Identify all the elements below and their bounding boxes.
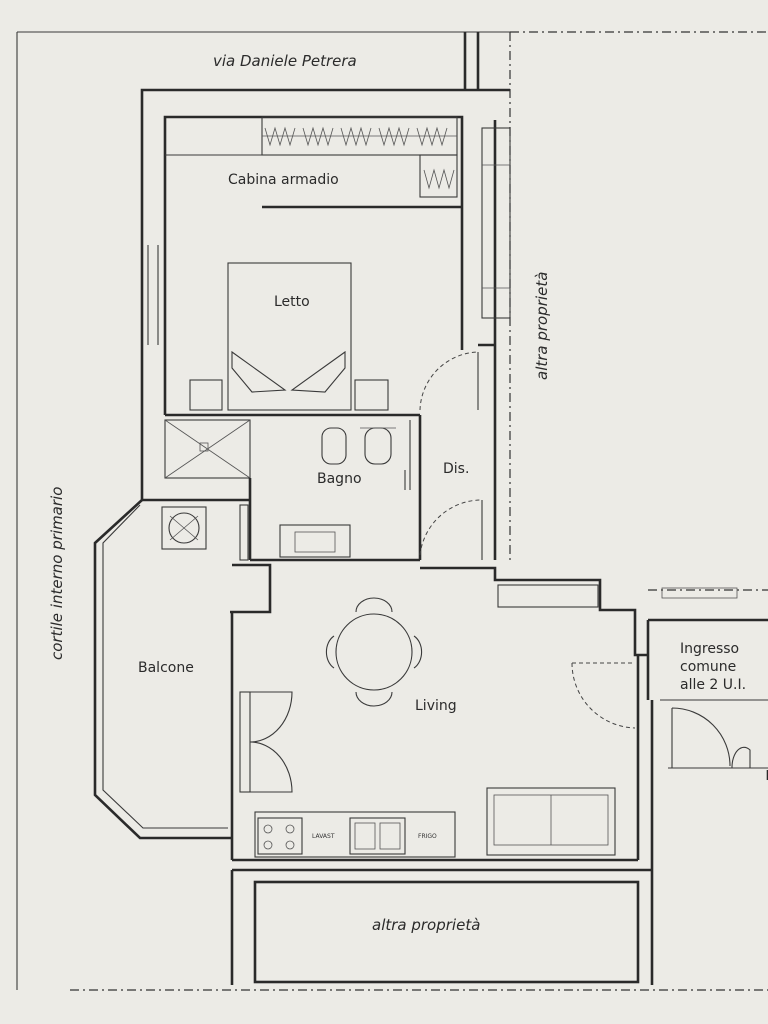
bedroom-window	[147, 245, 159, 345]
bath-sink	[279, 524, 351, 558]
living-cabinet	[497, 584, 599, 608]
balcony-ac-unit	[161, 506, 207, 550]
living-wall-top	[230, 563, 272, 614]
sofa	[486, 787, 616, 856]
bathroom	[142, 415, 422, 562]
corridor-door-swing	[419, 499, 483, 556]
entry-label-3: alle 2 U.I.	[680, 677, 746, 693]
balcony-label: Balcone	[138, 660, 194, 676]
lower-neighbour-room	[253, 880, 640, 984]
bedroom-door-swing	[419, 351, 479, 411]
balcony-french-door	[239, 691, 293, 793]
living-wall-top-right	[420, 566, 648, 657]
entry-label-2: comune	[680, 659, 736, 675]
fridge-label: FRIGO	[418, 833, 437, 840]
living-door-swing	[571, 662, 636, 729]
bidet	[321, 427, 347, 465]
bed	[189, 262, 389, 411]
neighbour-cupboard	[481, 127, 511, 319]
wardrobe-label: Cabina armadio	[228, 172, 339, 188]
dining-table	[325, 597, 423, 707]
balcony-railing	[102, 504, 228, 829]
toilet	[364, 427, 392, 465]
hob	[257, 817, 303, 855]
other-property-side-label: altra proprietà	[533, 272, 551, 380]
dis-label: Dis.	[443, 461, 469, 477]
entrance-step	[661, 587, 738, 599]
entry-label-1: Ingresso	[680, 641, 739, 657]
sink-label: LAVAST	[312, 833, 335, 840]
wardrobe-rails	[165, 116, 458, 198]
bedroom-outer-wall	[140, 88, 510, 500]
bath-label: Bagno	[317, 471, 362, 487]
street-label: via Daniele Petrera	[213, 52, 357, 70]
kitchen-counter	[254, 811, 456, 858]
balcony-outline	[93, 499, 232, 840]
common-entrance	[646, 618, 768, 780]
bed-label: Letto	[274, 294, 310, 310]
courtyard-label: cortile interno primario	[48, 487, 66, 660]
bedroom-inner-wall	[163, 115, 464, 415]
kitchen-sink	[349, 817, 406, 855]
other-property-bottom-label: altra proprietà	[372, 916, 480, 934]
living-label: Living	[415, 698, 457, 714]
shower-tray	[164, 419, 251, 479]
